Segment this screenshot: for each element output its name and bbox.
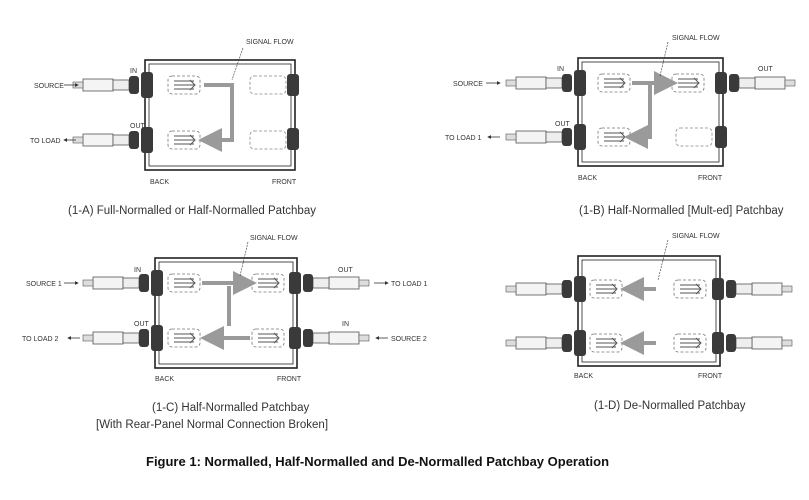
panel-1c: SIGNAL FLOW IN OUT OUT IN SOURCE 1 TO LO…	[22, 235, 428, 431]
signal-flow-label: SIGNAL FLOW	[250, 235, 298, 242]
out-label: OUT	[555, 121, 571, 128]
front-in-label: IN	[342, 321, 349, 328]
figure-caption: Figure 1: Normalled, Half-Normalled and …	[146, 454, 609, 469]
panel-1d: SIGNAL FLOW BACK FRONT (1-D) De-Normalle…	[505, 233, 793, 412]
caption-1b: (1-B) Half-Normalled [Mult-ed] Patchbay	[579, 205, 784, 217]
out-label: OUT	[134, 321, 150, 328]
front-label: FRONT	[698, 373, 723, 380]
to-load-label: TO LOAD	[30, 138, 61, 145]
back-label: BACK	[155, 376, 174, 383]
caption-1a: (1-A) Full-Normalled or Half-Normalled P…	[68, 205, 316, 217]
caption-1c-sub: [With Rear-Panel Normal Connection Broke…	[96, 419, 328, 431]
front-label: FRONT	[698, 175, 723, 182]
signal-flow-label: SIGNAL FLOW	[672, 35, 720, 42]
signal-flow-label: SIGNAL FLOW	[672, 233, 720, 240]
to-load1-label: TO LOAD 1	[391, 281, 428, 288]
signal-flow-label: SIGNAL FLOW	[246, 39, 294, 46]
back-label: BACK	[574, 373, 593, 380]
caption-1d: (1-D) De-Normalled Patchbay	[594, 400, 746, 412]
caption-1c: (1-C) Half-Normalled Patchbay	[152, 402, 309, 414]
source-label: SOURCE	[34, 83, 64, 90]
front-out-label: OUT	[758, 66, 774, 73]
in-label: IN	[130, 68, 137, 75]
in-label: IN	[557, 66, 564, 73]
out-label: OUT	[130, 123, 146, 130]
to-load-label: TO LOAD 1	[445, 135, 482, 142]
panel-1a: SIGNAL FLOW IN OUT SOURCE TO LOAD BACK F…	[30, 39, 316, 217]
to-load2-label: TO LOAD 2	[22, 336, 59, 343]
front-out-label: OUT	[338, 267, 354, 274]
in-label: IN	[134, 267, 141, 274]
front-label: FRONT	[277, 376, 302, 383]
source-label: SOURCE	[453, 81, 483, 88]
back-label: BACK	[578, 175, 597, 182]
source2-label: SOURCE 2	[391, 336, 427, 343]
panel-1b: SIGNAL FLOW IN OUT OUT SOURCE TO LOAD 1 …	[445, 35, 796, 217]
back-label: BACK	[150, 179, 169, 186]
front-label: FRONT	[272, 179, 297, 186]
source1-label: SOURCE 1	[26, 281, 62, 288]
